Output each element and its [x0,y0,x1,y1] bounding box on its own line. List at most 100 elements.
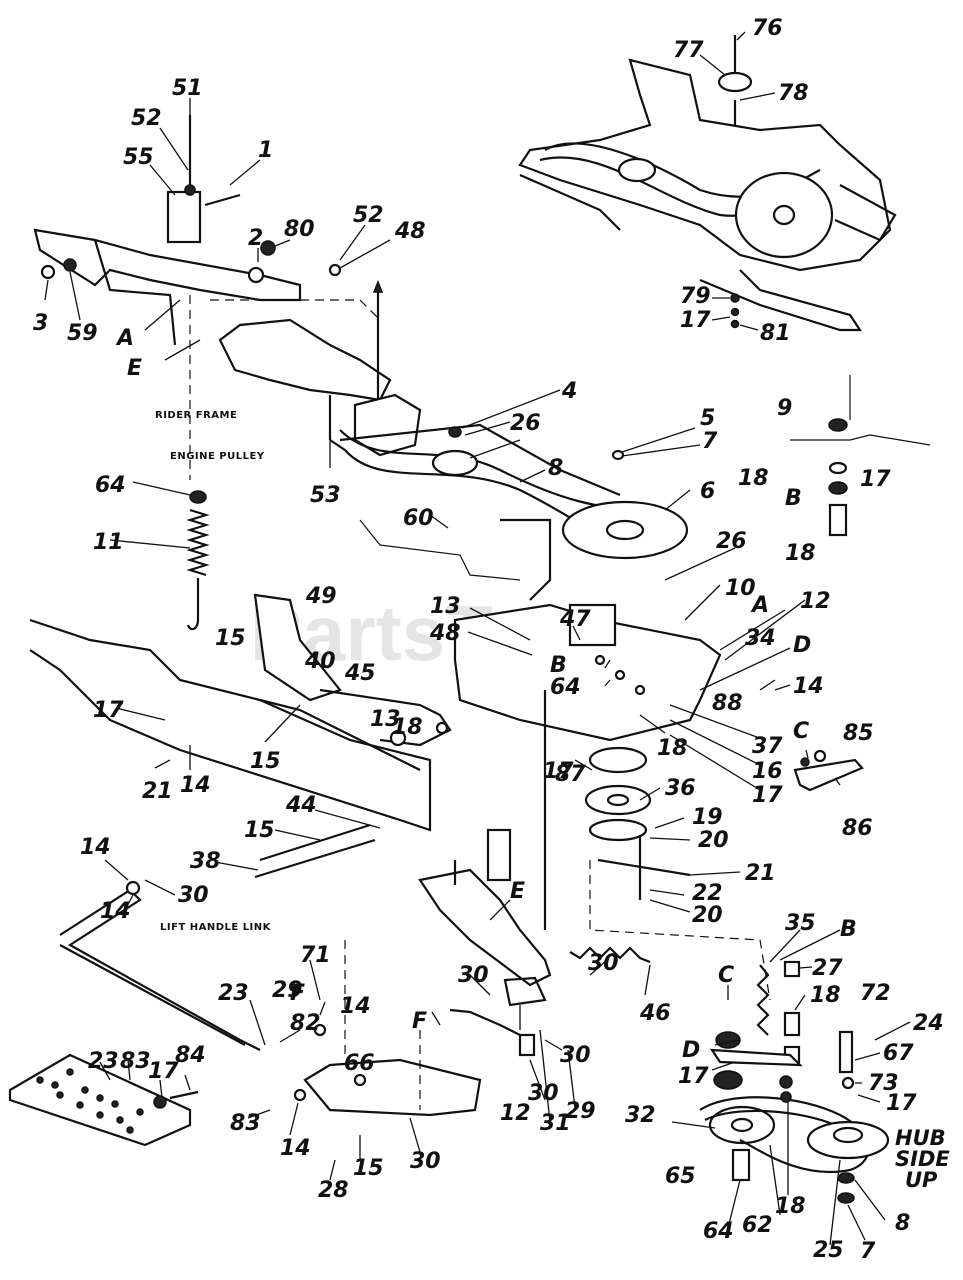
callout: A [115,326,134,351]
callout: 78 [778,81,809,106]
callout: 21 [142,779,173,804]
leader-lines [44,31,911,1246]
callout: 15 [353,1156,384,1181]
callout: D [682,1038,700,1063]
belt-assembly-inset [518,35,897,332]
callout: 17 [93,698,124,723]
callout: D [793,633,811,658]
callout: 52 [353,203,384,228]
callout: 18 [738,466,769,491]
footrest-83 [8,1053,199,1147]
callout: 7 [860,1239,876,1264]
callout: 23 [218,981,249,1006]
callout: 17 [543,759,574,784]
part-labels: RIDER FRAME ENGINE PULLEY LIFT HANDLE LI… [155,410,950,1192]
callout: 34 [745,626,776,651]
callout: 32 [625,1103,656,1128]
callout: 11 [93,530,124,555]
callout: 30 [458,963,489,988]
callout: 37 [752,734,783,759]
left-rail [29,593,452,879]
callout: A [750,593,769,618]
callout: 40 [304,649,336,674]
callout: 29 [565,1099,596,1124]
callout: 60 [403,506,434,531]
callout: 79 [680,284,711,309]
callout: 80 [284,217,315,242]
callout: 13 [430,594,461,619]
callout: 62 [742,1213,773,1238]
callout: E [127,356,142,381]
callout: 65 [665,1164,696,1189]
callout: 55 [123,145,154,170]
callout: 53 [310,483,341,508]
callout: 64 [95,473,126,498]
callout: 17 [886,1091,917,1116]
callout: 77 [673,38,704,63]
callout: 52 [131,106,162,131]
callout: 30 [528,1081,559,1106]
callout: 86 [842,816,873,841]
callout: B [840,917,857,942]
hub-pulley-assembly [699,960,890,1204]
callout: 15 [244,818,275,843]
callout: 9 [777,396,792,421]
lift-handle-35 [293,828,552,1117]
callout: 47 [559,607,591,632]
callout: 51 [172,76,203,101]
callout: 67 [883,1041,914,1066]
callout: 48 [429,621,461,646]
callout: B [785,486,802,511]
callout: 85 [843,721,874,746]
callout: 30 [560,1043,591,1068]
callout: 3 [33,311,48,336]
callout: 31 [540,1111,571,1136]
callout: 30 [410,1149,441,1174]
label-side: SIDE [895,1147,950,1171]
callout: 10 [725,576,756,601]
callout: 14 [180,773,211,798]
callout: 30 [178,883,209,908]
callout: 16 [752,759,783,784]
callout: 44 [285,793,317,818]
bolt-stack-right [790,375,931,537]
callout: 38 [190,849,221,874]
callout-numbers: 76 77 78 79 17 81 51 52 55 1 2 80 52 48 … [33,16,944,1264]
callout: B [550,653,567,678]
callout: 6 [700,479,715,504]
callout: 19 [692,805,723,830]
callout: 8 [548,456,563,481]
callout: 46 [639,1001,671,1026]
callout: 20 [692,903,723,928]
callout: 87 [555,762,586,787]
callout: 8 [895,1211,910,1236]
callout: 2 [248,226,263,251]
callout: 18 [392,715,423,740]
callout: 12 [500,1101,531,1126]
callout: F [412,1009,427,1034]
callout: 73 [868,1071,899,1096]
callout: 26 [510,411,541,436]
callout: 59 [67,321,98,346]
callout: 17 [148,1059,179,1084]
callout: 28 [318,1178,349,1203]
callout: 17 [680,308,711,333]
lift-rod-82 [59,880,261,1051]
callout: 83 [230,1111,261,1136]
callout: 29 [272,978,303,1003]
footrest-holes [36,1068,144,1134]
callout: 71 [300,943,331,968]
callout: C [793,719,809,744]
callout: 15 [215,626,246,651]
callout: E [510,879,525,904]
callout: 18 [810,983,841,1008]
callout: 17 [752,783,783,808]
label-hub: HUB [895,1126,946,1150]
callout: 14 [80,835,111,860]
callout: 83 [120,1049,151,1074]
callout: 64 [550,675,581,700]
callout: 81 [760,321,791,346]
callout: 14 [793,674,824,699]
